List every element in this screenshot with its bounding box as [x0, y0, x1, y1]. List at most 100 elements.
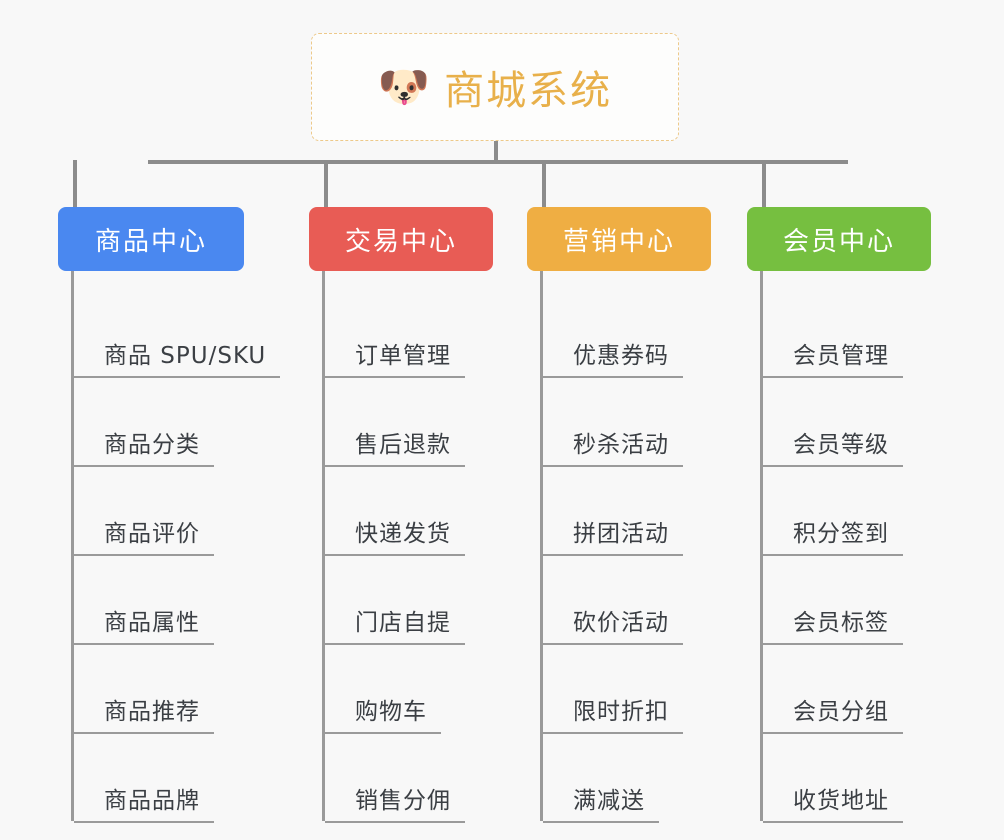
- leaf-item-underline: 满减送: [543, 781, 659, 823]
- leaf-item-label: 秒杀活动: [573, 432, 669, 458]
- leaf-item-underline: 秒杀活动: [543, 425, 683, 467]
- leaf-item[interactable]: 限时折扣: [540, 645, 711, 734]
- shiba-dog-face-icon: 🐶: [377, 62, 431, 111]
- leaf-item-label: 会员管理: [793, 343, 889, 369]
- leaf-item-label: 商品品牌: [104, 788, 200, 814]
- column-marketing-center: 营销中心优惠券码秒杀活动拼团活动砍价活动限时折扣满减送: [527, 207, 711, 823]
- leaf-item[interactable]: 快递发货: [322, 467, 493, 556]
- leaf-item-underline: 商品评价: [74, 514, 214, 556]
- leaf-item[interactable]: 订单管理: [322, 289, 493, 378]
- leaf-item-label: 会员标签: [793, 610, 889, 636]
- leaf-item-label: 限时折扣: [573, 699, 669, 725]
- leaf-item[interactable]: 收货地址: [760, 734, 931, 823]
- leaf-item[interactable]: 拼团活动: [540, 467, 711, 556]
- leaf-item-label: 砍价活动: [573, 610, 669, 636]
- connector-horizontal-bus: [148, 160, 848, 164]
- connector-drop-product-center: [73, 160, 77, 207]
- leaf-item-underline: 门店自提: [325, 603, 465, 645]
- leaf-item[interactable]: 购物车: [322, 645, 493, 734]
- leaf-item-underline: 会员标签: [763, 603, 903, 645]
- leaf-item[interactable]: 商品分类: [71, 378, 244, 467]
- leaf-stack-member-center: 会员管理会员等级积分签到会员标签会员分组收货地址: [760, 271, 931, 823]
- leaf-item-underline: 会员分组: [763, 692, 903, 734]
- leaf-item[interactable]: 商品属性: [71, 556, 244, 645]
- leaf-item[interactable]: 商品 SPU/SKU: [71, 289, 281, 378]
- leaf-item-underline: 快递发货: [325, 514, 465, 556]
- leaf-item-underline: 会员等级: [763, 425, 903, 467]
- leaf-item-underline: 商品分类: [74, 425, 214, 467]
- leaf-item-underline: 售后退款: [325, 425, 465, 467]
- leaf-item[interactable]: 门店自提: [322, 556, 493, 645]
- leaf-item-label: 满减送: [573, 788, 645, 814]
- leaf-item-underline: 会员管理: [763, 336, 903, 378]
- leaf-item-underline: 商品推荐: [74, 692, 214, 734]
- column-member-center: 会员中心会员管理会员等级积分签到会员标签会员分组收货地址: [747, 207, 931, 823]
- connector-drop-member-center: [762, 160, 766, 207]
- leaf-item-label: 商品分类: [104, 432, 200, 458]
- column-trade-center: 交易中心订单管理售后退款快递发货门店自提购物车销售分佣: [309, 207, 493, 823]
- leaf-item-label: 门店自提: [355, 610, 451, 636]
- leaf-item-underline: 积分签到: [763, 514, 903, 556]
- leaf-item-label: 拼团活动: [573, 521, 669, 547]
- leaf-item-label: 会员分组: [793, 699, 889, 725]
- leaf-item[interactable]: 商品推荐: [71, 645, 244, 734]
- column-header-label: 交易中心: [344, 226, 457, 257]
- leaf-item[interactable]: 售后退款: [322, 378, 493, 467]
- leaf-item-underline: 商品属性: [74, 603, 214, 645]
- connector-trunk-marketing-center: [540, 271, 543, 821]
- leaf-item[interactable]: 会员标签: [760, 556, 931, 645]
- leaf-item-underline: 限时折扣: [543, 692, 683, 734]
- column-product-center: 商品中心商品 SPU/SKU 商品分类商品评价商品属性商品推荐商品品牌: [58, 207, 281, 823]
- leaf-item[interactable]: 商品品牌: [71, 734, 244, 823]
- leaf-item-underline: 商品 SPU/SKU: [74, 336, 281, 378]
- leaf-item-underline: 订单管理: [325, 336, 465, 378]
- leaf-stack-marketing-center: 优惠券码秒杀活动拼团活动砍价活动限时折扣满减送: [540, 271, 711, 823]
- leaf-item-underline: 砍价活动: [543, 603, 683, 645]
- leaf-item-underline: 商品品牌: [74, 781, 214, 823]
- leaf-item[interactable]: 秒杀活动: [540, 378, 711, 467]
- leaf-item[interactable]: 优惠券码: [540, 289, 711, 378]
- connector-trunk-trade-center: [322, 271, 325, 821]
- leaf-stack-product-center: 商品 SPU/SKU 商品分类商品评价商品属性商品推荐商品品牌: [71, 271, 281, 823]
- column-header-label: 会员中心: [782, 226, 895, 257]
- root-node[interactable]: 🐶 商城系统: [311, 33, 679, 141]
- leaf-item[interactable]: 会员等级: [760, 378, 931, 467]
- column-header-trade-center[interactable]: 交易中心: [309, 207, 493, 271]
- column-header-marketing-center[interactable]: 营销中心: [527, 207, 711, 271]
- column-header-label: 商品中心: [94, 226, 207, 257]
- leaf-item[interactable]: 积分签到: [760, 467, 931, 556]
- leaf-item-label: 积分签到: [793, 521, 889, 547]
- leaf-item[interactable]: 会员管理: [760, 289, 931, 378]
- leaf-item[interactable]: 砍价活动: [540, 556, 711, 645]
- leaf-item-label: 优惠券码: [573, 343, 669, 369]
- leaf-item-label: 商品属性: [104, 610, 200, 636]
- column-header-member-center[interactable]: 会员中心: [747, 207, 931, 271]
- leaf-item-label: 快递发货: [355, 521, 451, 547]
- leaf-item-underline: 收货地址: [763, 781, 903, 823]
- connector-drop-marketing-center: [542, 160, 546, 207]
- leaf-item-underline: 购物车: [325, 692, 441, 734]
- leaf-item[interactable]: 满减送: [540, 734, 711, 823]
- leaf-item-label: 购物车: [355, 699, 427, 725]
- leaf-item-underline: 销售分佣: [325, 781, 465, 823]
- root-title: 商城系统: [444, 68, 613, 114]
- column-header-label: 营销中心: [562, 226, 675, 257]
- leaf-item-underline: 优惠券码: [543, 336, 683, 378]
- leaf-item-label: 销售分佣: [355, 788, 451, 814]
- leaf-item[interactable]: 会员分组: [760, 645, 931, 734]
- leaf-item-label: 收货地址: [793, 788, 889, 814]
- leaf-stack-trade-center: 订单管理售后退款快递发货门店自提购物车销售分佣: [322, 271, 493, 823]
- connector-root-stem: [494, 141, 498, 163]
- leaf-item-label: 售后退款: [355, 432, 451, 458]
- leaf-item[interactable]: 商品评价: [71, 467, 244, 556]
- leaf-item-label: 订单管理: [355, 343, 451, 369]
- leaf-item-label: 商品 SPU/SKU: [104, 343, 267, 369]
- leaf-item-label: 商品评价: [104, 521, 200, 547]
- connector-trunk-product-center: [71, 271, 74, 821]
- connector-drop-trade-center: [324, 160, 328, 207]
- leaf-item-label: 会员等级: [793, 432, 889, 458]
- column-header-product-center[interactable]: 商品中心: [58, 207, 244, 271]
- leaf-item[interactable]: 销售分佣: [322, 734, 493, 823]
- leaf-item-label: 商品推荐: [104, 699, 200, 725]
